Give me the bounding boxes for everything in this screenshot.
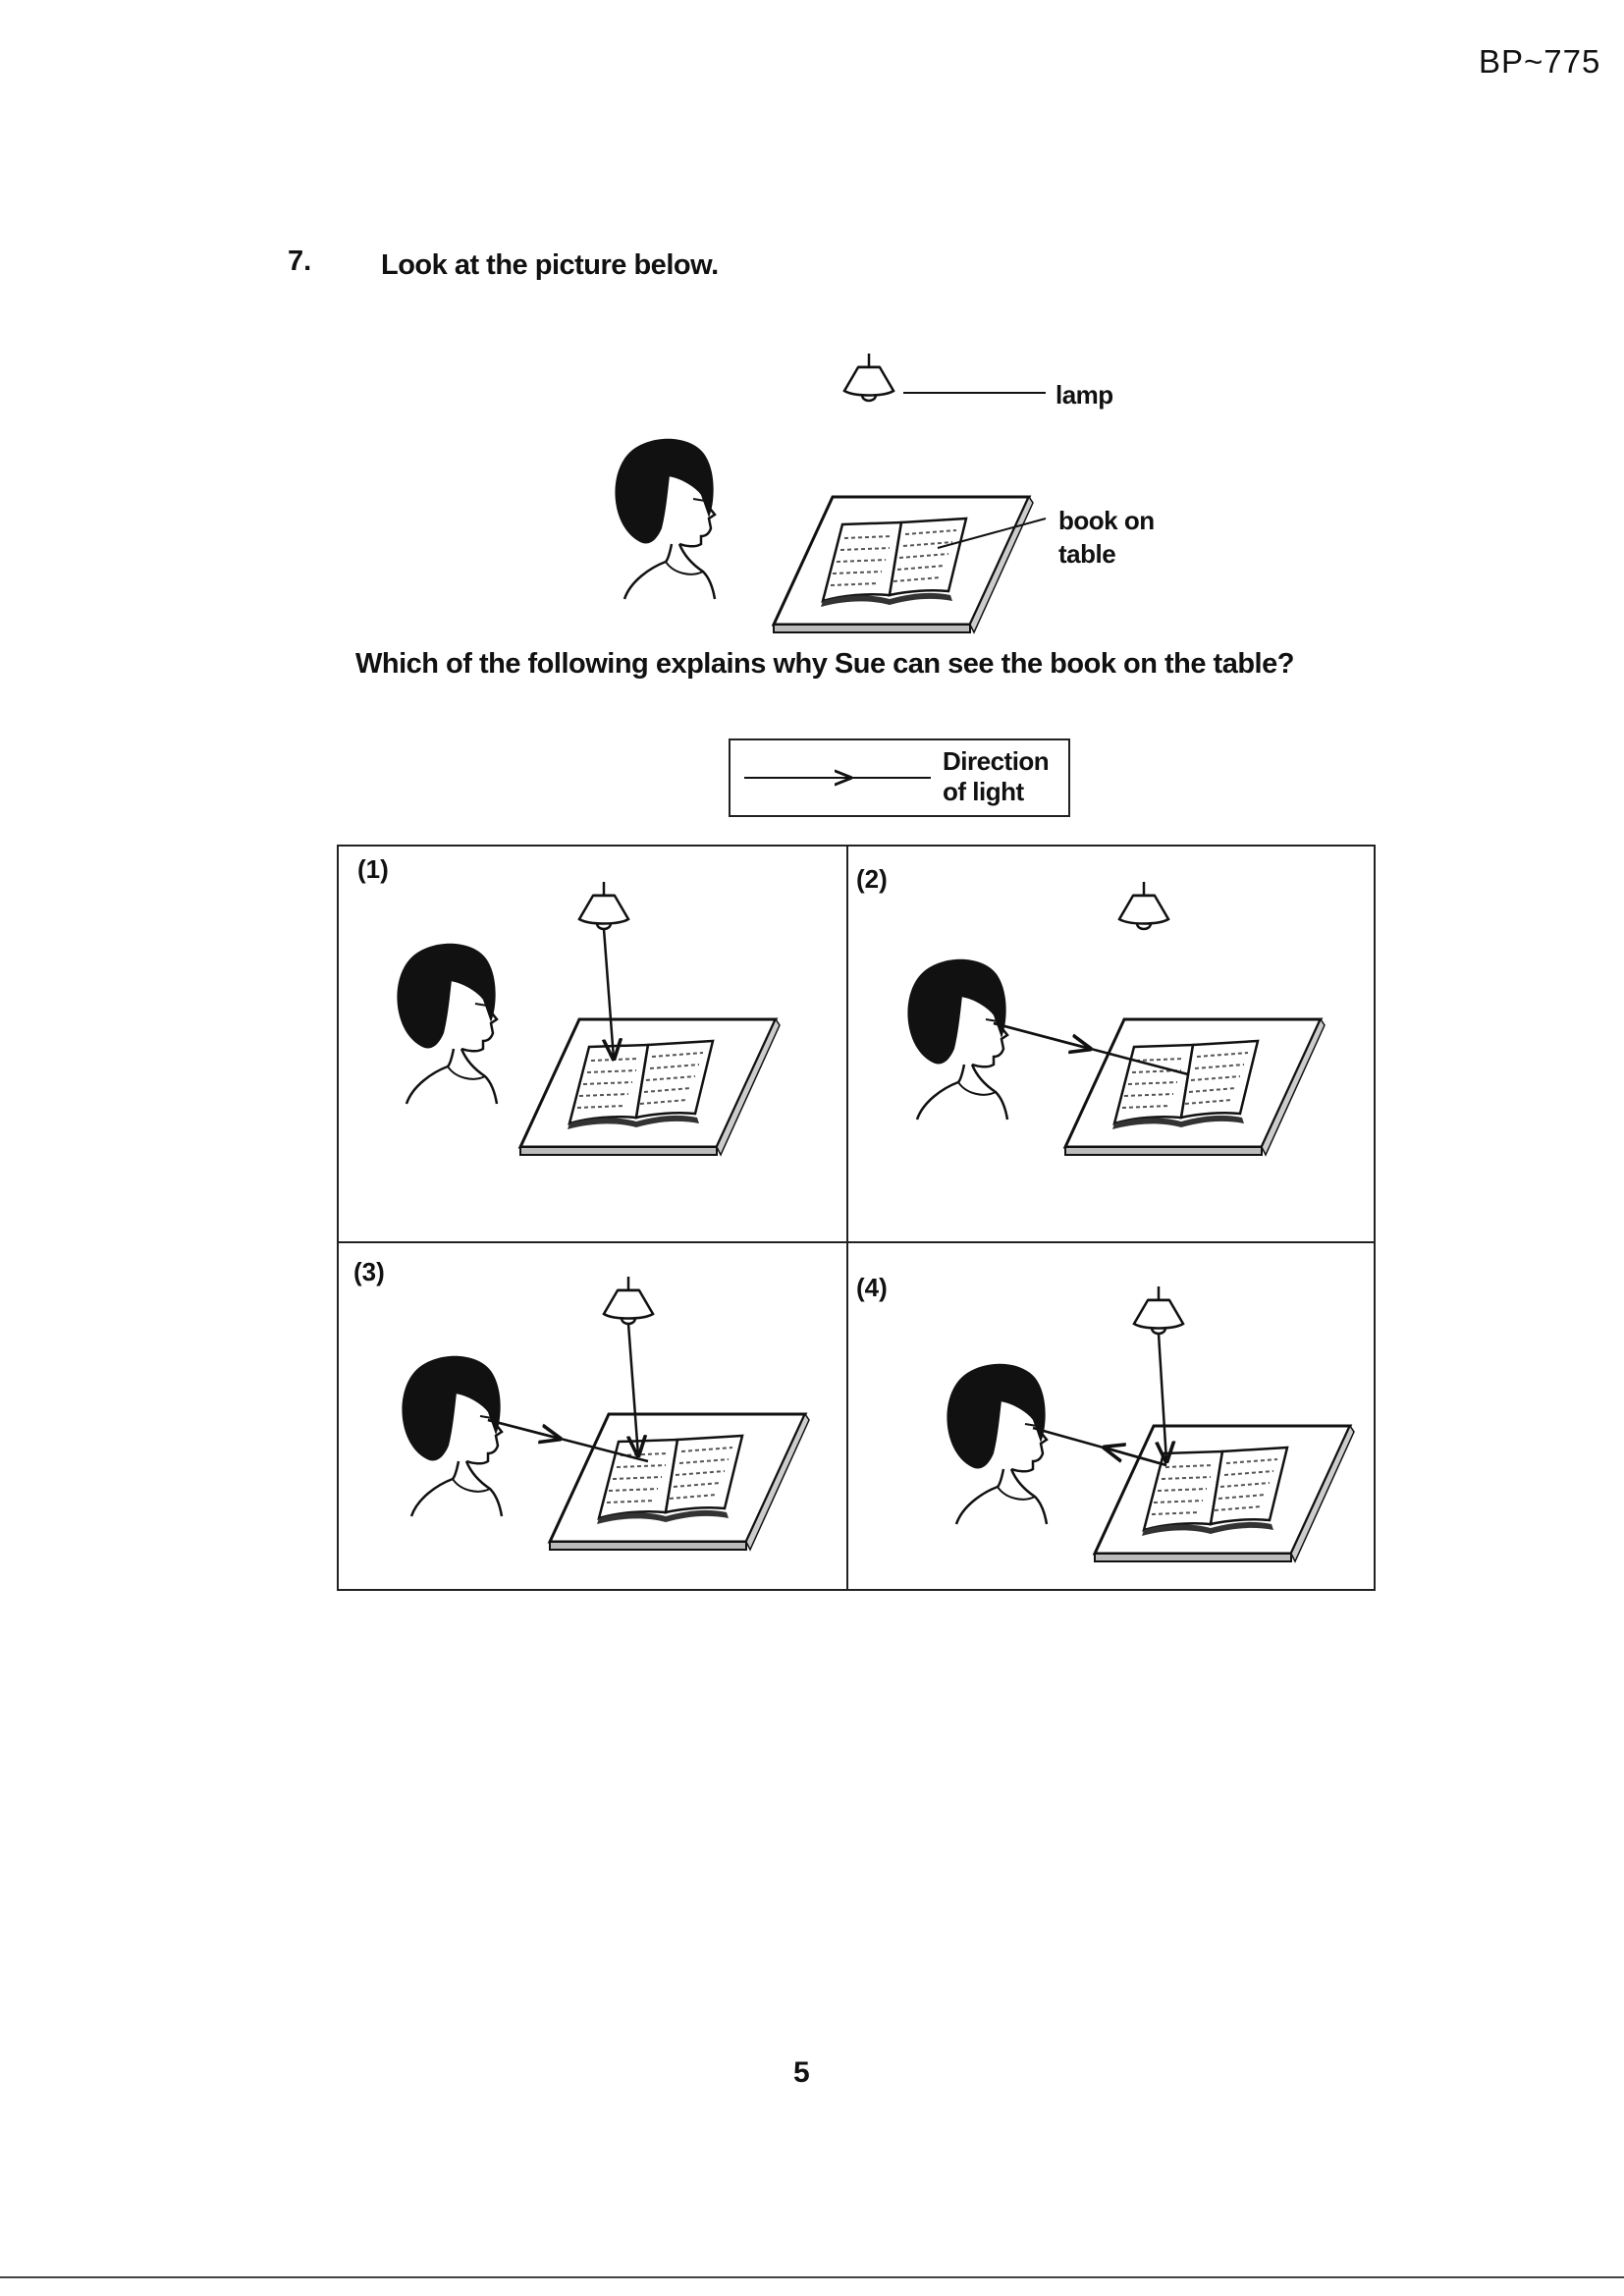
option-3-label[interactable]: (3) xyxy=(353,1257,385,1286)
document-code: BP~775 xyxy=(1479,43,1601,80)
footer-rule xyxy=(0,2276,1624,2278)
main-figure xyxy=(614,352,1047,634)
question-prompt: Which of the following explains why Sue … xyxy=(355,648,1294,680)
legend-arrow-icon xyxy=(744,776,931,795)
legend-line1: Direction xyxy=(943,746,1050,776)
options-grid xyxy=(337,845,1376,1591)
page-number: 5 xyxy=(793,2056,810,2089)
option-3-drawing[interactable] xyxy=(398,1275,811,1571)
book-label-line2: table xyxy=(1058,539,1116,569)
lamp-label: lamp xyxy=(1056,380,1113,410)
lamp-drawing xyxy=(842,352,895,403)
legend-text: Direction of light xyxy=(943,746,1050,807)
table-book-drawing xyxy=(772,495,1035,634)
option-1-drawing[interactable] xyxy=(393,880,785,1167)
question-number: 7. xyxy=(288,246,312,277)
option-4-label[interactable]: (4) xyxy=(856,1273,888,1302)
legend-line2: of light xyxy=(943,777,1024,806)
option-2-drawing[interactable] xyxy=(903,880,1326,1176)
book-pointer-line xyxy=(937,518,1047,549)
option-1-label[interactable]: (1) xyxy=(357,854,389,884)
option-2-label[interactable]: (2) xyxy=(856,864,888,894)
grid-vertical-divider xyxy=(846,847,848,1589)
girl-drawing xyxy=(614,437,717,601)
book-label-line1: book on xyxy=(1058,506,1155,535)
option-4-drawing[interactable] xyxy=(943,1285,1356,1571)
question-intro: Look at the picture below. xyxy=(381,249,719,281)
legend-box xyxy=(729,738,1070,817)
grid-horizontal-divider xyxy=(339,1241,1374,1243)
